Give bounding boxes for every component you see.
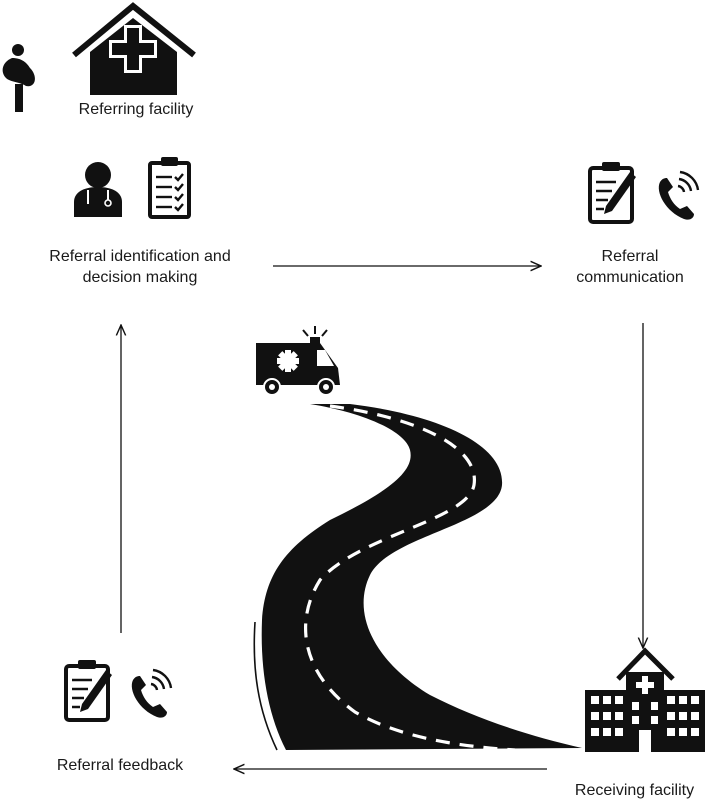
identification-label-line2: decision making [82,269,198,286]
pregnant-woman-icon [2,44,35,112]
identification-label-line1: Referral identification and [49,248,231,265]
phone-call-icon [658,170,700,220]
communication-label: Referral communication [560,246,700,288]
checklist-clipboard-icon [148,157,191,219]
receiving-facility-label: Receiving facility [574,782,695,799]
identification-label: Referral identification and decision mak… [10,246,270,288]
clinic-house-icon [72,2,196,95]
clipboard-pen-icon [588,162,636,224]
hospital-building-icon [585,647,705,752]
feedback-label: Referral feedback [56,757,184,774]
ambulance-icon [256,326,340,396]
phone-call-icon [131,668,173,718]
communication-label-line1: Referral [601,248,659,265]
winding-road-icon [253,404,582,752]
doctor-icon [74,162,122,217]
referring-facility-label: Referring facility [78,101,194,118]
clipboard-pen-icon [64,660,112,722]
communication-label-line2: communication [576,269,684,286]
